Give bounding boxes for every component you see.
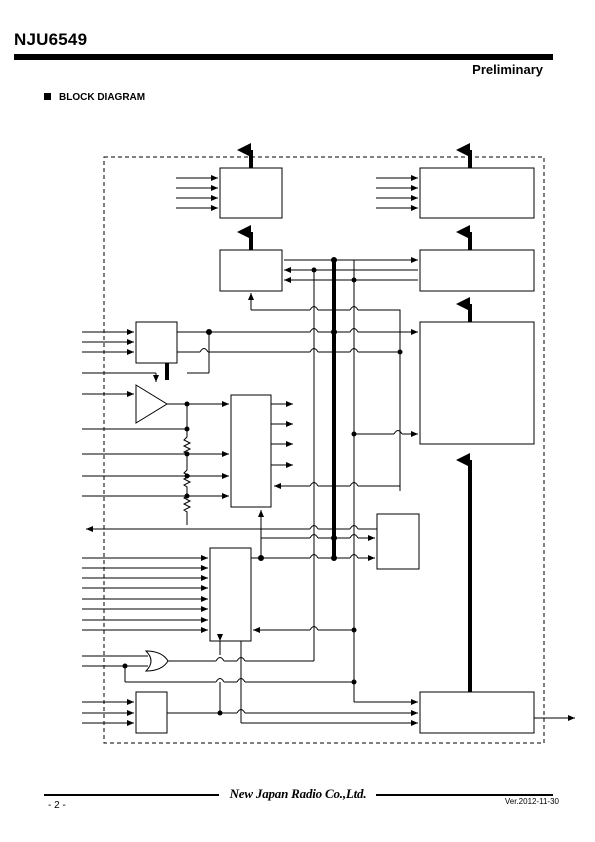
amplifier-symbol — [135, 384, 168, 424]
block-register-right — [419, 249, 535, 292]
block-register-left — [219, 249, 283, 292]
block-small-right — [376, 513, 420, 570]
block-bottom-left — [135, 691, 168, 734]
company-logo: New Japan Radio Co.,Ltd. — [229, 786, 367, 801]
section-title: BLOCK DIAGRAM — [59, 92, 146, 103]
page-number: - 2 - — [48, 800, 66, 811]
footer-rule-right — [376, 794, 553, 796]
junction-dots — [122, 257, 403, 716]
or-gate-symbol — [144, 650, 169, 672]
document-version: Ver.2012-11-30 — [504, 797, 559, 806]
document-status: Preliminary — [472, 62, 543, 77]
bullet-square-icon — [44, 93, 51, 100]
block-comparator-logic — [230, 394, 272, 508]
chip-boundary — [103, 156, 545, 744]
block-control-inputs — [209, 547, 252, 642]
resistor-ladder — [182, 429, 192, 525]
block-input-logic — [135, 321, 178, 364]
block-output-left — [219, 167, 283, 219]
block-output-right — [419, 167, 535, 219]
header-rule — [14, 54, 553, 60]
footer-rule-left — [44, 794, 219, 796]
block-main-core — [419, 321, 535, 445]
block-bottom-right — [419, 691, 535, 734]
section-heading: BLOCK DIAGRAM — [44, 92, 145, 103]
part-number: NJU6549 — [14, 30, 88, 49]
